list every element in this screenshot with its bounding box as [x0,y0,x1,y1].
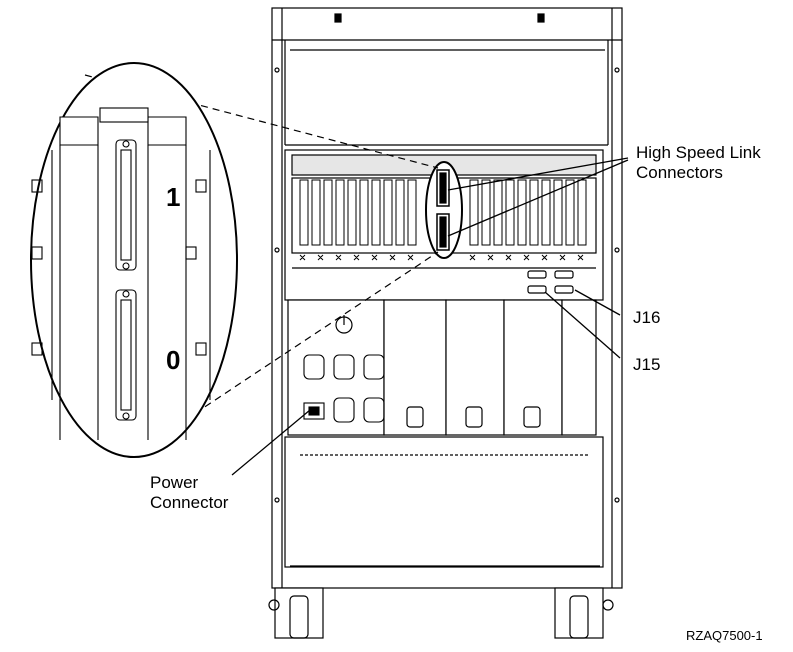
hsl-connector-highlight [425,161,463,259]
power-connector-label: Power Connector [150,473,228,513]
zoom-callout [30,62,439,458]
power-bays [287,299,597,436]
j15-j16-connectors [527,270,574,294]
bottom-tray [284,436,604,568]
j15-label: J15 [633,355,661,374]
port-0-label: 0 [166,345,181,375]
j16-label: J16 [633,308,661,327]
power-connector-line2: Connector [150,493,229,512]
power-connector-line1: Power [150,473,199,492]
figure-id: RZAQ7500-1 [686,628,763,643]
high-speed-link-label: High Speed Link Connectors [636,143,761,183]
high-speed-link-line1: High Speed Link [636,143,761,162]
high-speed-link-line2: Connectors [636,163,723,182]
leader-lines [231,157,629,476]
port-1-label: 1 [166,182,181,212]
caster-wheels [268,587,614,639]
